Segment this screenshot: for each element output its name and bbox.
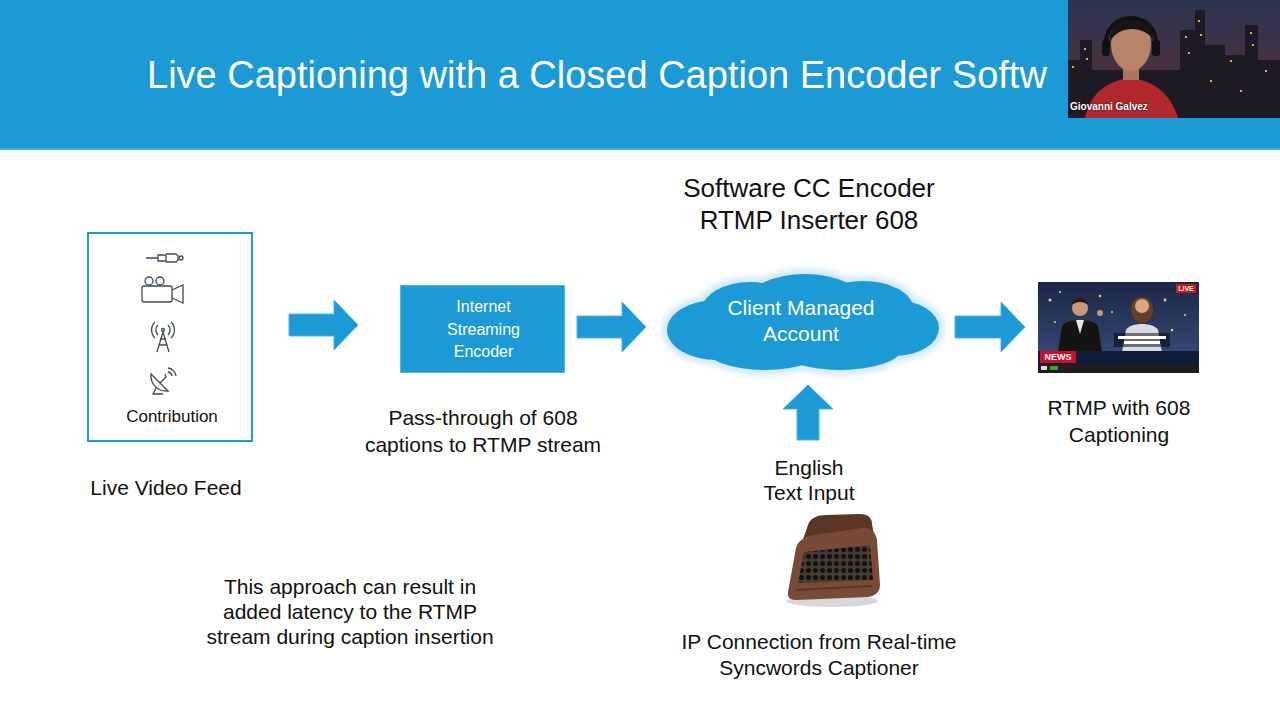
news-screenshot xyxy=(1124,341,1160,344)
source-icons xyxy=(160,374,166,383)
webcam-overlay xyxy=(1068,0,1280,118)
cloud-shape xyxy=(667,274,939,370)
news-screenshot xyxy=(1058,320,1102,352)
cloud-service: Software CC Encoder RTMP Inserter 608Cli… xyxy=(655,272,945,374)
node-label: English Text Input xyxy=(754,455,864,505)
source-icons xyxy=(162,329,165,332)
source-icons xyxy=(157,332,169,352)
webcam-overlay xyxy=(1265,70,1267,72)
source-icons xyxy=(179,256,183,260)
news-screenshot xyxy=(1111,311,1113,313)
source-icons xyxy=(172,285,183,303)
node-heading: Software CC Encoder RTMP Inserter 608 xyxy=(659,172,959,236)
source-icons xyxy=(142,254,183,394)
process-box: Internet Streaming EncoderPass-through o… xyxy=(400,285,565,373)
source-box: ContributionLive Video Feed xyxy=(87,232,253,442)
news-screenshot xyxy=(1054,321,1056,323)
header-band xyxy=(0,0,1280,150)
source-icons xyxy=(151,374,168,391)
webcam-overlay xyxy=(1084,48,1086,50)
news-screenshot xyxy=(1040,351,1076,363)
node-label: Internet Streaming Encoder xyxy=(426,296,541,364)
news-screenshot xyxy=(1041,366,1047,370)
latency-note: This approach can result in added latenc… xyxy=(200,574,500,649)
source-icons xyxy=(145,277,153,285)
webcam-overlay xyxy=(1086,58,1088,60)
news-screenshot xyxy=(1038,282,1199,373)
node-caption: IP Connection from Real-time Syncwords C… xyxy=(664,629,974,681)
header-band xyxy=(0,148,1280,150)
news-screenshot xyxy=(1050,366,1058,370)
webcam-overlay xyxy=(1068,0,1280,118)
webcam-overlay xyxy=(1152,40,1160,56)
news-screenshot xyxy=(1135,299,1149,313)
stenotype-machine xyxy=(788,528,880,600)
news-screenshot xyxy=(1164,299,1167,302)
webcam-overlay xyxy=(1250,32,1252,34)
stenotype-machine xyxy=(786,514,880,607)
webcam-overlay xyxy=(1198,20,1200,22)
news-screenshot xyxy=(1171,329,1173,331)
source-icons xyxy=(146,254,178,262)
news-screenshot xyxy=(1038,364,1199,373)
source-icons xyxy=(156,277,164,285)
webcam-overlay xyxy=(1210,80,1212,82)
node-label: Client Managed Account xyxy=(716,295,886,347)
webcam-overlay xyxy=(1200,34,1202,36)
stenotype-machine xyxy=(796,586,872,590)
webcam-overlay xyxy=(1252,44,1254,46)
node-label: Contribution xyxy=(89,407,255,427)
news-screenshot xyxy=(1038,282,1199,373)
block-arrow xyxy=(783,385,833,440)
webcam-overlay xyxy=(1188,52,1190,54)
news-screenshot xyxy=(1176,284,1196,293)
news-screenshot xyxy=(1118,336,1166,339)
header-band xyxy=(0,0,1280,150)
webcam-overlay xyxy=(1230,60,1232,62)
block-arrow xyxy=(955,302,1025,352)
news-screenshot xyxy=(1131,297,1153,323)
source-icons xyxy=(153,388,163,394)
news-screenshot xyxy=(1184,314,1186,316)
news-screenshot xyxy=(1076,320,1084,334)
news-screenshot xyxy=(1049,299,1052,302)
source-icons xyxy=(152,322,175,338)
webcam-overlay xyxy=(1102,40,1110,56)
news-screenshot xyxy=(1059,291,1061,293)
cloud-glow xyxy=(662,269,944,375)
news-screenshot xyxy=(1097,310,1103,316)
webcam-overlay xyxy=(1106,18,1156,48)
output-screen: RTMP with 608 Captioning xyxy=(1038,282,1199,373)
news-screenshot xyxy=(1038,351,1199,364)
node-caption: RTMP with 608 Captioning xyxy=(1034,394,1204,448)
node-caption: Live Video Feed xyxy=(66,475,266,500)
webcam-overlay xyxy=(1072,66,1074,68)
news-screenshot xyxy=(1099,295,1101,297)
captioner-station: English Text InputIP Connection from Rea… xyxy=(658,455,958,683)
news-screenshot xyxy=(1072,298,1088,305)
webcam-overlay xyxy=(1185,36,1187,38)
webcam-overlay xyxy=(1085,78,1178,118)
webcam-overlay xyxy=(1068,10,1280,118)
source-icons xyxy=(142,286,172,302)
stenotype-machine xyxy=(798,545,873,583)
node-caption: Pass-through of 608 captions to RTMP str… xyxy=(358,404,608,458)
block-arrow xyxy=(289,300,358,350)
webcam-overlay xyxy=(1240,90,1242,92)
source-icons xyxy=(168,368,176,376)
news-screenshot xyxy=(1114,333,1170,347)
block-arrow xyxy=(577,302,646,352)
